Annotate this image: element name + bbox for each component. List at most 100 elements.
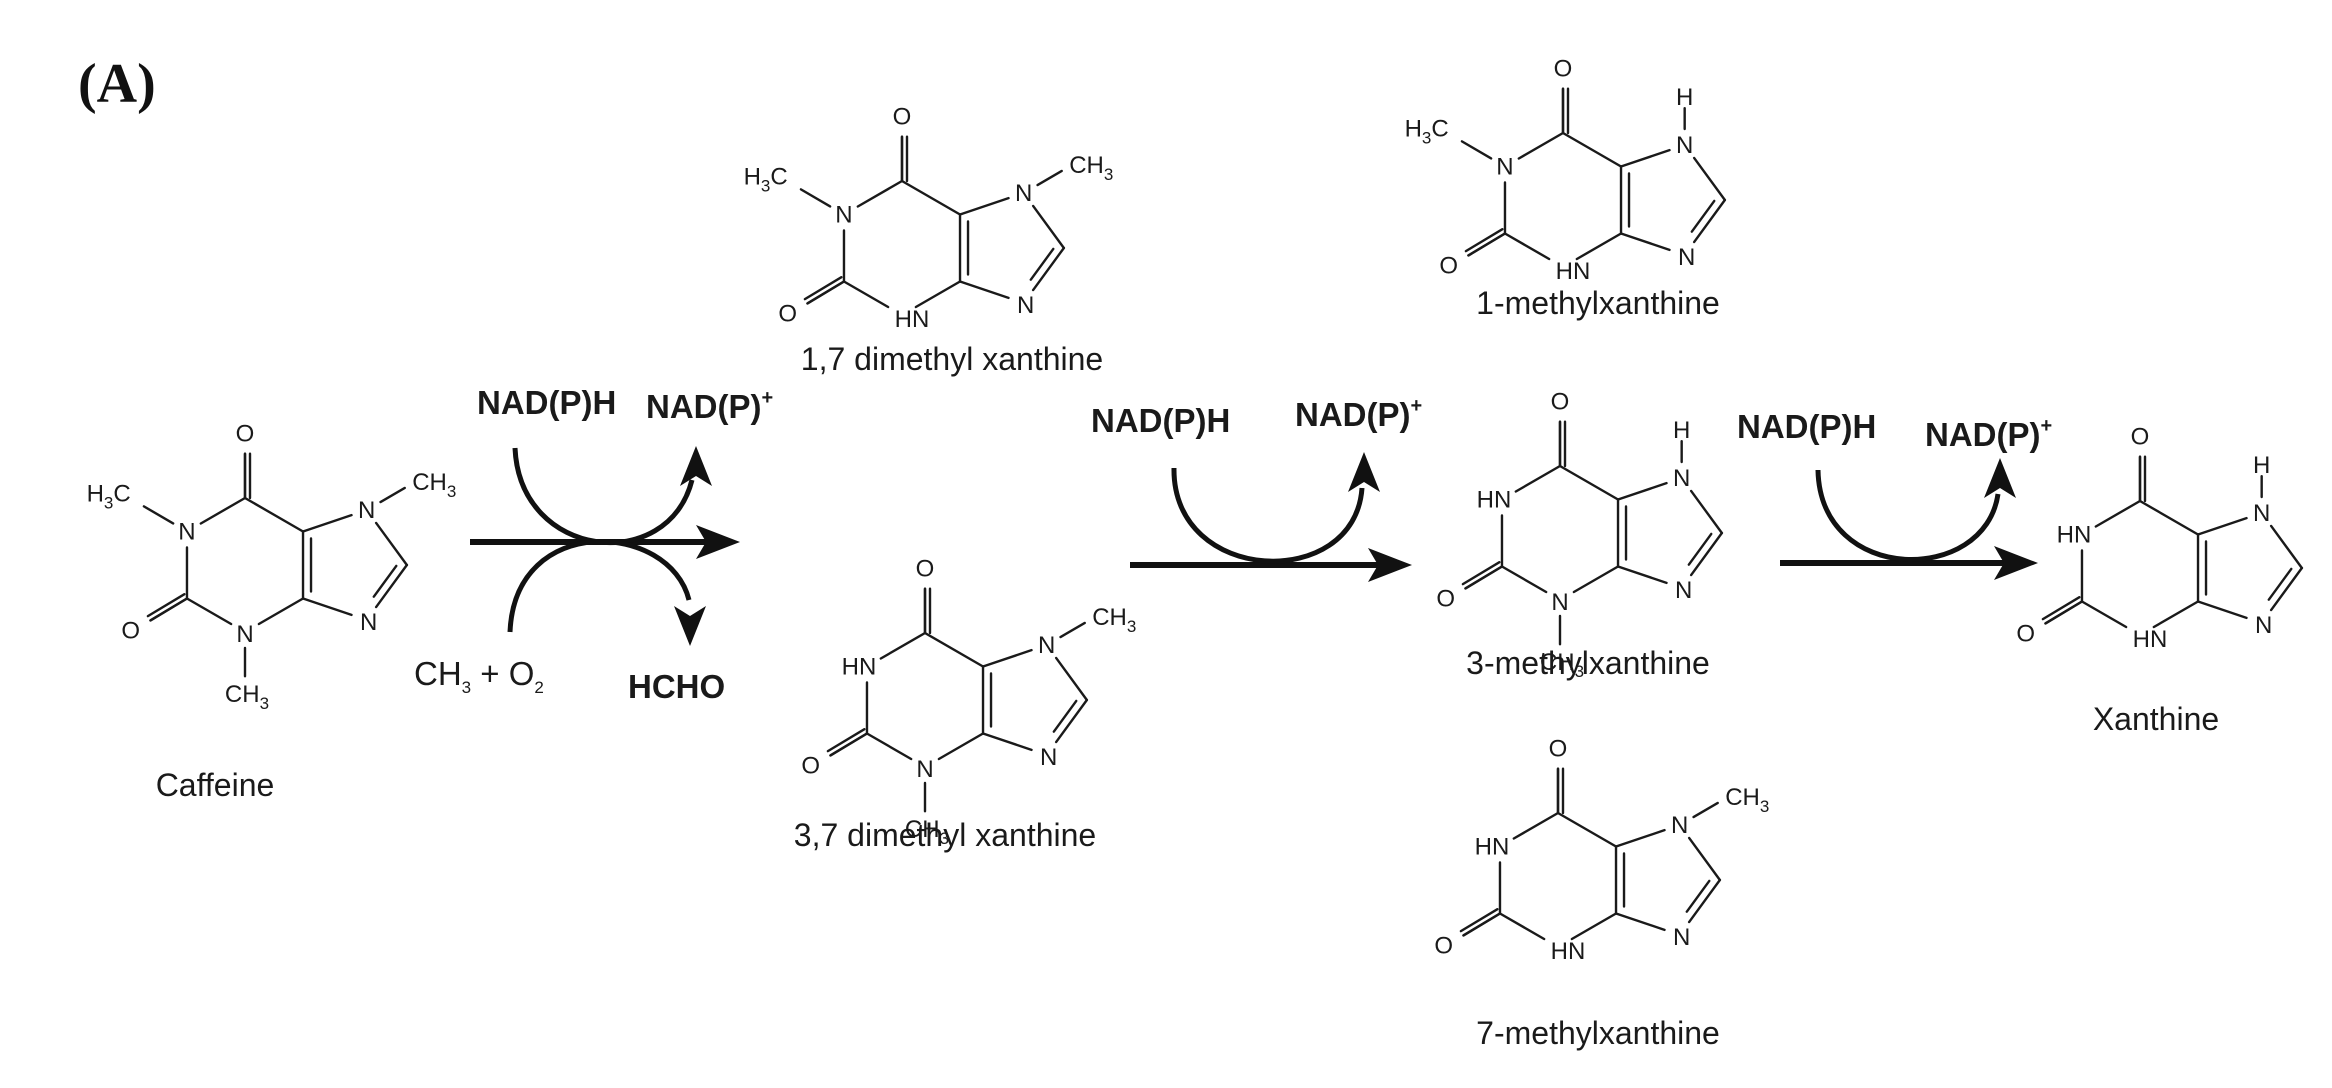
caffeine-bond-C8-N9 [374,563,409,609]
reaction-arrows [470,446,2038,646]
step1-o-sub: 2 [534,678,543,697]
dimethyl17-n3h-part: HN [895,306,930,333]
xanthine-n3h: HN [2133,626,2168,653]
mx7-n9-part: N [1673,924,1690,951]
xanthine-bond2b-C2-O2 [2044,600,2084,625]
caffeine-me7-part: CH [412,469,447,496]
mx3-n1h-part: HN [1477,487,1512,514]
caffeine-me7-part: 3 [447,482,456,501]
mx3-o6: O [1551,389,1570,416]
step2-nadp-charge: + [1410,395,1422,417]
caffeine-o6: O [236,421,255,448]
mx3-me3-part: 3 [1575,662,1584,681]
mx1-bond2-C8-N9 [1690,199,1716,233]
dimethyl37-n7: N [1038,632,1055,659]
dimethyl17-o2: O [778,301,797,328]
dimethyl17-bond2-C8-N9 [1029,247,1055,281]
mx1-bond2b-C2-O2 [1467,232,1507,257]
mx7-me7: CH3 [1725,784,1769,816]
dimethyl17-bond-N9-C4 [958,280,1010,300]
mx1-n7-part: N [1676,132,1693,159]
xanthine-o6: O [2131,424,2150,451]
caffeine-n7-part: N [358,497,375,524]
caffeine-bond2-C2-O2 [146,593,186,618]
dimethyl17-me7-part: CH [1069,152,1104,179]
step1-top-curve [512,447,695,545]
caffeine-me3-part: 3 [260,694,269,713]
mx7-o6: O [1549,736,1568,763]
mx7-bond2-C8-N9 [1685,879,1711,913]
dimethyl17-bond-C4-N3 [914,280,962,309]
step2-nadph: NAD(P)H [1091,402,1230,439]
caffeine-n7: N [358,497,375,524]
dimethyl37-bond2-C8-N9 [1052,699,1078,733]
dimethyl37-bond2b-C2-O2 [829,732,869,757]
mx3-bond-C5-N7 [1616,481,1668,501]
mx7-n7-part: N [1671,812,1688,839]
mx1-n1: N [1496,154,1513,181]
caffeine-me1: H3C [87,480,131,512]
step2-nadp-plus: NAD(P)+ [1295,395,1422,433]
step3-nadp-plus: NAD(P)+ [1925,415,2052,453]
mx3-bond-N9-C4 [1616,565,1668,585]
caffeine-o2-part: O [121,618,140,645]
dimethyl37-bond-N7-C8 [1054,656,1089,702]
mx7-bond2b-C2-O2 [1462,912,1502,937]
step1-ch: CH [414,655,462,692]
caffeine-me1-part: C [113,480,130,507]
mx7-bond-N7-C8 [1687,836,1722,882]
caffeine-bond-N3-C2 [185,597,233,626]
mx3-n1h: HN [1477,487,1512,514]
mx3-o2: O [1436,586,1455,613]
caffeine-bond-C5-N7 [301,513,353,533]
xanthine-bond-N7-C8 [2269,524,2304,570]
mx7-o2-part: O [1434,933,1453,960]
dimethyl37-bond2-C2-O2 [826,728,866,753]
dimethyl17-bond-N1-C6 [856,179,904,208]
mx3-n7: N [1673,465,1690,492]
dimethyl37-me3-part: CH [905,816,940,843]
mx7-bond-C6-C5 [1556,811,1618,848]
mx1-h7: H [1676,84,1693,111]
dimethyl17-bond-C5-N7 [958,196,1010,216]
caffeine-me7-bond [379,486,406,504]
step1-hcho: HCHO [628,668,725,705]
dimethyl37-bond-C5-N7 [981,648,1033,668]
xanthine-h7-part: H [2253,452,2270,479]
methylxanthine-3-label: 3-methylxanthine [1466,645,1710,681]
caffeine-bond2b-C2-O2 [149,597,189,622]
mx3-n7-part: N [1673,465,1690,492]
mx1-bond-N1-C6 [1517,131,1565,160]
dimethyl17-n9: N [1017,292,1034,319]
mx3-n3: N [1551,589,1568,616]
xanthine-bond-C5-N7 [2196,516,2248,536]
xanthine-n3h-part: HN [2133,626,2168,653]
dimethyl-3-7-xanthine-label: 3,7 dimethyl xanthine [794,817,1096,853]
step3-nadp-text: NAD(P) [1925,416,2040,453]
mx1-n3h: HN [1556,258,1591,285]
dimethyl37-n9-part: N [1040,744,1057,771]
mx3-bond-C4-N3 [1572,565,1620,594]
dimethyl37-bond-N1-C6 [879,631,927,660]
xanthine-bond-N3-C2 [2080,600,2128,629]
mx3-h7: H [1673,417,1690,444]
dimethyl17-n9-part: N [1017,292,1034,319]
dimethyl37-n9: N [1040,744,1057,771]
mx7-o2: O [1434,933,1453,960]
dimethyl17-bond-C8-N9 [1031,246,1066,292]
mx1-o6-part: O [1554,56,1573,83]
dimethyl37-o2: O [801,753,820,780]
caffeine-me1-bond [142,505,175,525]
step3-nadp-charge: + [2040,415,2052,437]
xanthine-bond2-C2-O2 [2041,596,2081,621]
dimethyl17-bond-C6-C5 [900,179,962,216]
xanthine-h7: H [2253,452,2270,479]
methylxanthine-1-label: 1-methylxanthine [1476,285,1720,321]
dimethyl37-bond-N3-C2 [865,732,913,761]
mx7-n3h-part: HN [1551,938,1586,965]
mx7-n3h: HN [1551,938,1586,965]
